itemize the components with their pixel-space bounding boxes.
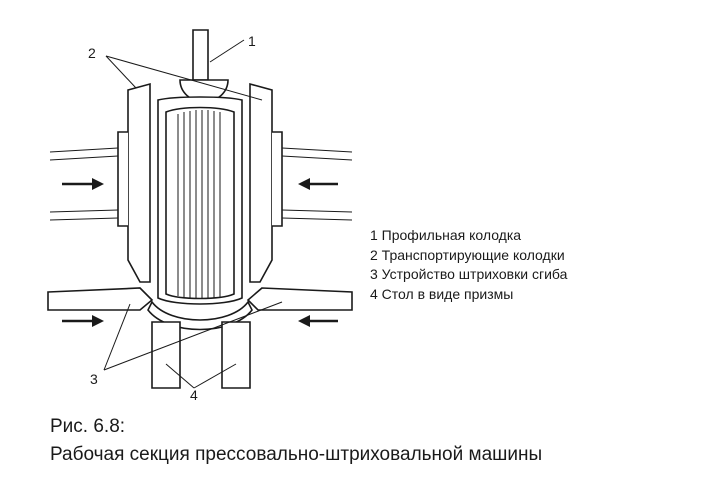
callout-4: 4 bbox=[190, 387, 198, 403]
figure-number: Рис. 6.8: bbox=[50, 416, 126, 437]
legend-item-4: 4 Стол в виде призмы bbox=[370, 286, 513, 302]
callout-3: 3 bbox=[90, 371, 98, 387]
arrow-left-lower-right bbox=[298, 315, 338, 327]
right-transport-shoe bbox=[249, 82, 353, 283]
arrow-right-upper-left bbox=[62, 178, 104, 190]
prism-table-left bbox=[151, 321, 181, 389]
right-creasing-device bbox=[246, 287, 353, 311]
legend-item-2: 2 Транспортирующие колодки bbox=[370, 247, 565, 263]
left-creasing-device bbox=[47, 287, 154, 311]
figure-title: Рабочая секция прессовально-штриховально… bbox=[50, 444, 543, 465]
prism-table-right bbox=[221, 321, 251, 389]
profile-shoe bbox=[179, 29, 229, 103]
left-transport-shoe bbox=[49, 82, 151, 283]
legend-item-3: 3 Устройство штриховки сгиба bbox=[370, 266, 568, 282]
arrow-left-upper-right bbox=[298, 178, 338, 190]
book-block bbox=[157, 96, 243, 305]
arrow-right-lower-left bbox=[62, 315, 104, 327]
callout-2: 2 bbox=[88, 45, 96, 61]
leader-lines bbox=[103, 39, 283, 389]
legend: 1 Профильная колодка 2 Транспортирующие … bbox=[370, 227, 568, 302]
legend-item-1: 1 Профильная колодка bbox=[370, 227, 521, 243]
callout-1: 1 bbox=[248, 33, 256, 49]
